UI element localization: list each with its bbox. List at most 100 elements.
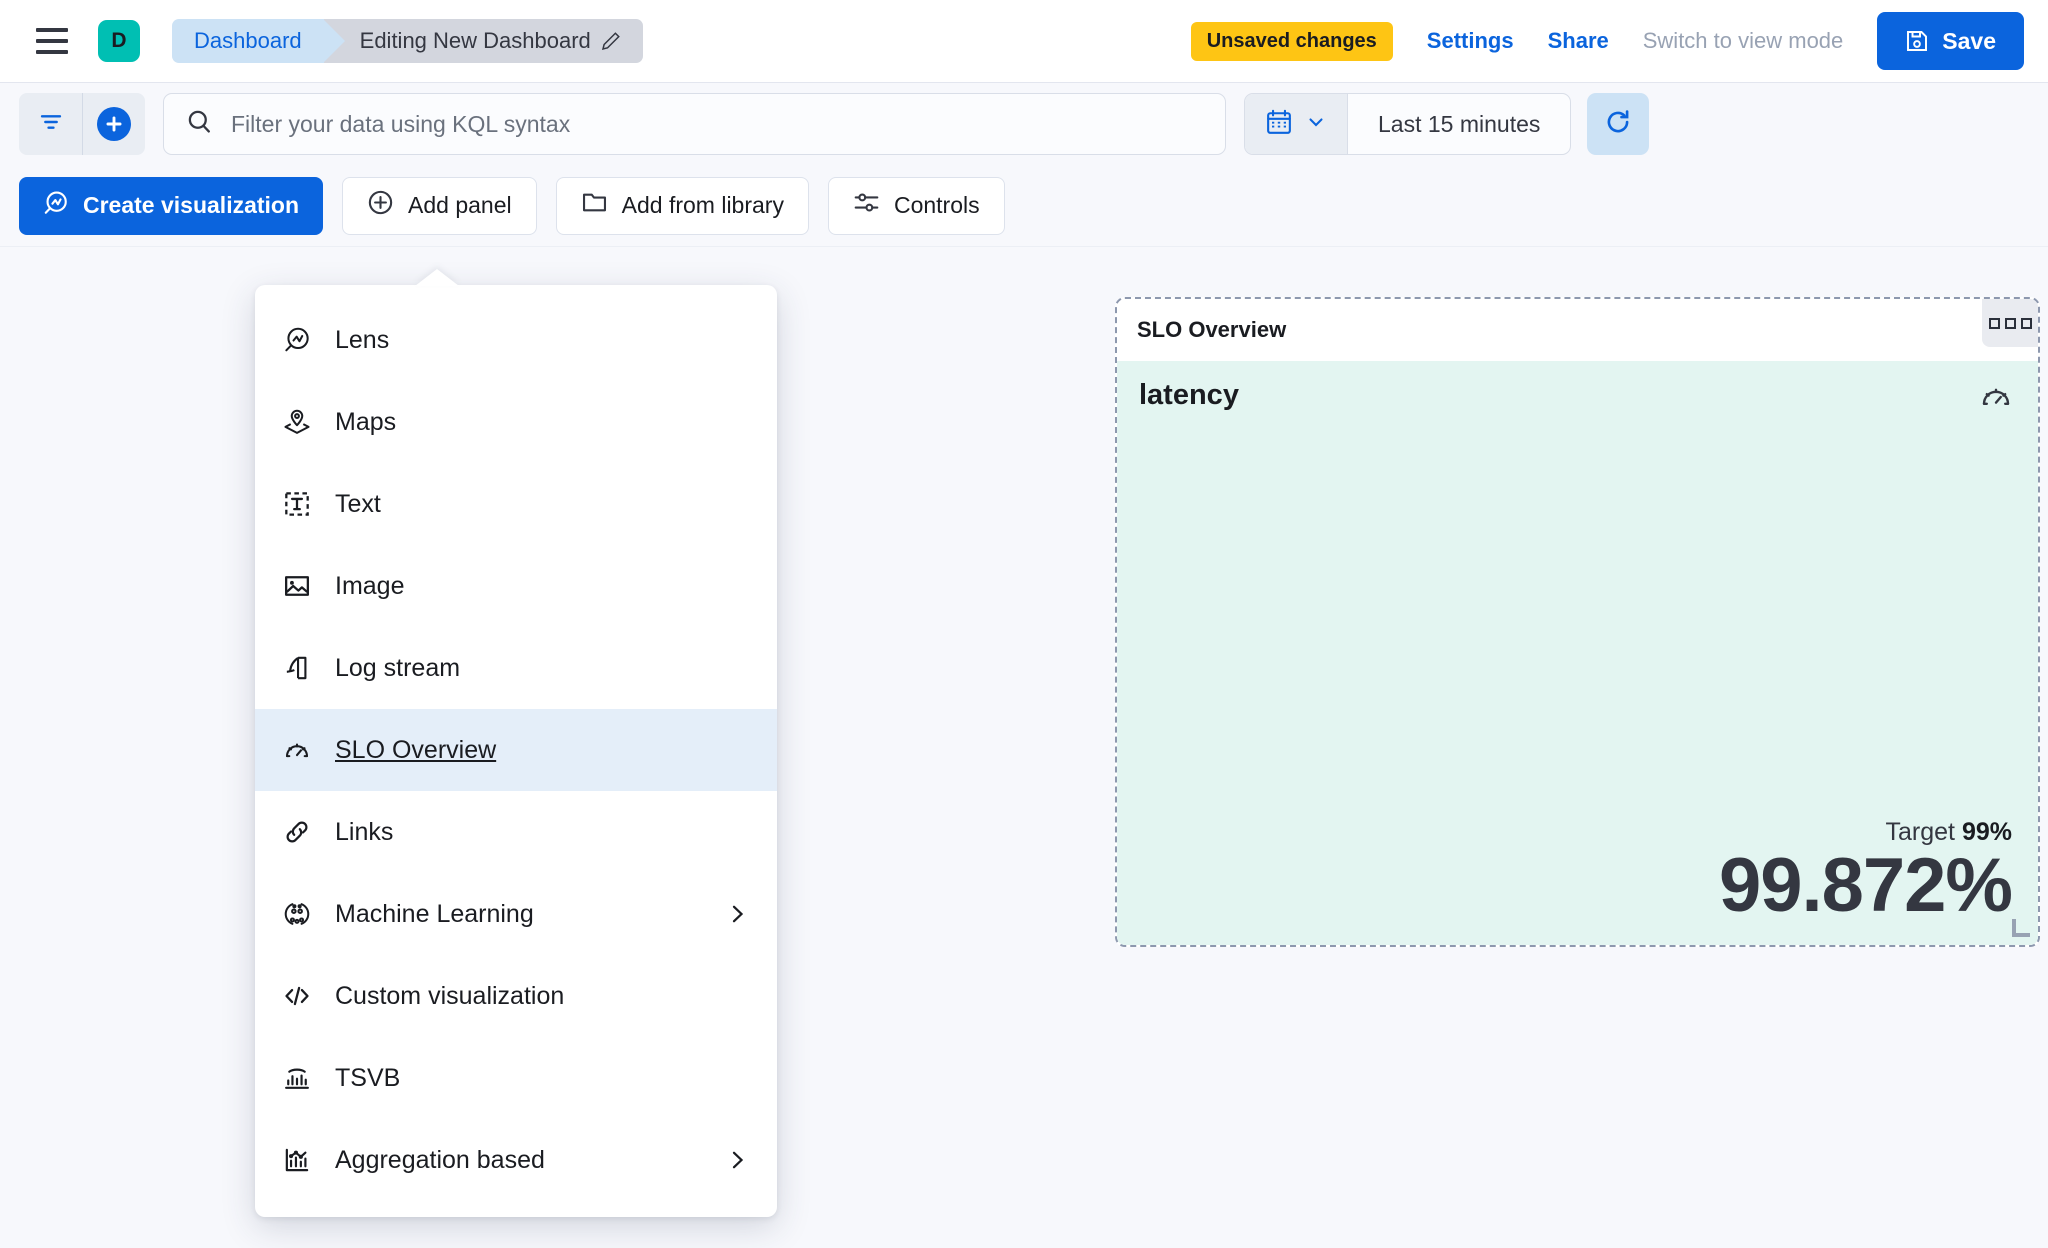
header-actions: Unsaved changes Settings Share Switch to… (1190, 12, 2024, 70)
menu-item-label: Lens (335, 325, 390, 354)
popover-arrow (415, 269, 459, 286)
save-button[interactable]: Save (1877, 12, 2024, 70)
date-quick-select-button[interactable] (1245, 94, 1348, 154)
slo-name: latency (1139, 379, 1239, 411)
menu-item-log-stream[interactable]: Log stream (255, 627, 777, 709)
menu-item-aggregation-based[interactable]: Aggregation based (255, 1119, 777, 1201)
slo-target-value: 99% (1961, 818, 2012, 847)
dashboard-toolbar: Create visualization Add panel Add from … (0, 165, 2048, 247)
gauge-icon (1980, 381, 2012, 413)
space-avatar[interactable]: D (98, 20, 140, 62)
menu-item-links[interactable]: Links (255, 791, 777, 873)
panel-context-menu-button[interactable] (1982, 299, 2038, 347)
breadcrumb-editing-label: Editing New Dashboard (359, 28, 591, 53)
menu-item-label: Maps (335, 407, 397, 436)
slo-target-label: Target (1885, 818, 1955, 847)
switch-to-view-mode-link[interactable]: Switch to view mode (1642, 28, 1844, 53)
gauge-icon (283, 736, 311, 764)
controls-label: Controls (893, 192, 980, 218)
lens-icon (43, 190, 69, 222)
slo-stats: Target 99% 99.872% (1139, 818, 2013, 929)
menu-item-label: Image (335, 571, 405, 600)
menu-item-text[interactable]: Text (255, 463, 777, 545)
menu-item-custom-visualization[interactable]: Custom visualization (255, 955, 777, 1037)
panel-title: SLO Overview (1137, 317, 1287, 342)
search-icon (186, 108, 213, 140)
time-picker: Last 15 minutes (1244, 93, 1572, 155)
plus-in-circle-icon (367, 189, 394, 222)
save-button-label: Save (1942, 27, 1996, 54)
chevron-right-icon (725, 902, 749, 926)
refresh-button[interactable] (1587, 93, 1650, 155)
add-panel-menu: Lens Maps Text Image (255, 269, 777, 1217)
breadcrumb-item-dashboard[interactable]: Dashboard (172, 19, 345, 63)
folder-icon (581, 189, 608, 222)
menu-item-label: Aggregation based (335, 1145, 545, 1174)
breadcrumb-dashboard-label: Dashboard (194, 28, 302, 53)
add-from-library-label: Add from library (621, 192, 784, 218)
menu-item-label: Text (335, 489, 381, 518)
breadcrumb: Dashboard Editing New Dashboard (172, 19, 643, 63)
create-visualization-button[interactable]: Create visualization (19, 176, 324, 235)
panel-header: SLO Overview (1117, 299, 2038, 361)
link-chain-icon (283, 818, 311, 846)
menu-item-slo-overview[interactable]: SLO Overview (255, 709, 777, 791)
log-stream-icon (283, 654, 311, 682)
menu-item-machine-learning[interactable]: Machine Learning (255, 873, 777, 955)
share-link[interactable]: Share (1547, 28, 1609, 53)
time-range-value[interactable]: Last 15 minutes (1378, 110, 1541, 137)
machine-learning-icon (283, 900, 311, 928)
refresh-icon (1604, 108, 1632, 141)
query-bar: Filter your data using KQL syntax Last 1… (0, 83, 2048, 165)
settings-link[interactable]: Settings (1426, 28, 1514, 53)
breadcrumb-item-editing[interactable]: Editing New Dashboard (323, 19, 643, 63)
text-box-icon (283, 490, 311, 518)
menu-item-label: Custom visualization (335, 981, 565, 1010)
dashboard-canvas: SLO Overview latency Target 99% (0, 247, 2048, 1248)
hamburger-menu-icon[interactable] (30, 19, 74, 63)
add-from-library-button[interactable]: Add from library (555, 176, 809, 235)
menu-item-image[interactable]: Image (255, 545, 777, 627)
menu-item-label: Log stream (335, 653, 461, 682)
menu-item-label: Links (335, 817, 394, 846)
code-brackets-icon (283, 982, 311, 1010)
save-disk-icon (1905, 29, 1929, 53)
sliders-icon (853, 189, 880, 222)
add-filter-button[interactable] (82, 93, 145, 155)
add-panel-label: Add panel (408, 192, 512, 218)
filter-options-button[interactable] (19, 93, 82, 155)
aggregation-chart-icon (283, 1146, 311, 1174)
image-icon (283, 572, 311, 600)
three-squares-icon (2004, 317, 2016, 329)
add-panel-button[interactable]: Add panel (342, 176, 537, 235)
filter-icon (38, 109, 64, 140)
three-squares-icon (2020, 317, 2032, 329)
menu-item-lens[interactable]: Lens (255, 299, 777, 381)
lens-icon (283, 326, 311, 354)
tsvb-chart-icon (283, 1064, 311, 1092)
panel-body: latency Target 99% 99.872% (1117, 361, 2038, 945)
slo-sli-value: 99.872% (1718, 843, 2013, 929)
slo-target: Target 99% (1139, 818, 2012, 847)
calendar-icon (1265, 108, 1293, 141)
menu-item-label: Machine Learning (335, 899, 534, 928)
create-visualization-label: Create visualization (83, 192, 300, 218)
chevron-down-icon (1305, 111, 1327, 138)
chevron-right-icon (725, 1148, 749, 1172)
search-placeholder-text: Filter your data using KQL syntax (231, 110, 571, 137)
menu-item-label: SLO Overview (335, 735, 497, 764)
three-squares-icon (1988, 317, 2000, 329)
app-header: D Dashboard Editing New Dashboard Unsave… (0, 0, 2048, 83)
search-input[interactable]: Filter your data using KQL syntax (163, 93, 1226, 155)
menu-item-tsvb[interactable]: TSVB (255, 1037, 777, 1119)
menu-item-label: TSVB (335, 1063, 401, 1092)
pencil-icon[interactable] (601, 31, 621, 51)
menu-item-maps[interactable]: Maps (255, 381, 777, 463)
resize-corner-icon[interactable] (2012, 919, 2030, 937)
controls-button[interactable]: Controls (827, 176, 1005, 235)
dashboard-panel-slo-overview[interactable]: SLO Overview latency Target 99% (1115, 297, 2040, 947)
plus-circle-icon (97, 107, 131, 141)
unsaved-changes-badge[interactable]: Unsaved changes (1190, 21, 1393, 61)
map-pin-layers-icon (283, 408, 311, 436)
filter-button-group (19, 93, 145, 155)
